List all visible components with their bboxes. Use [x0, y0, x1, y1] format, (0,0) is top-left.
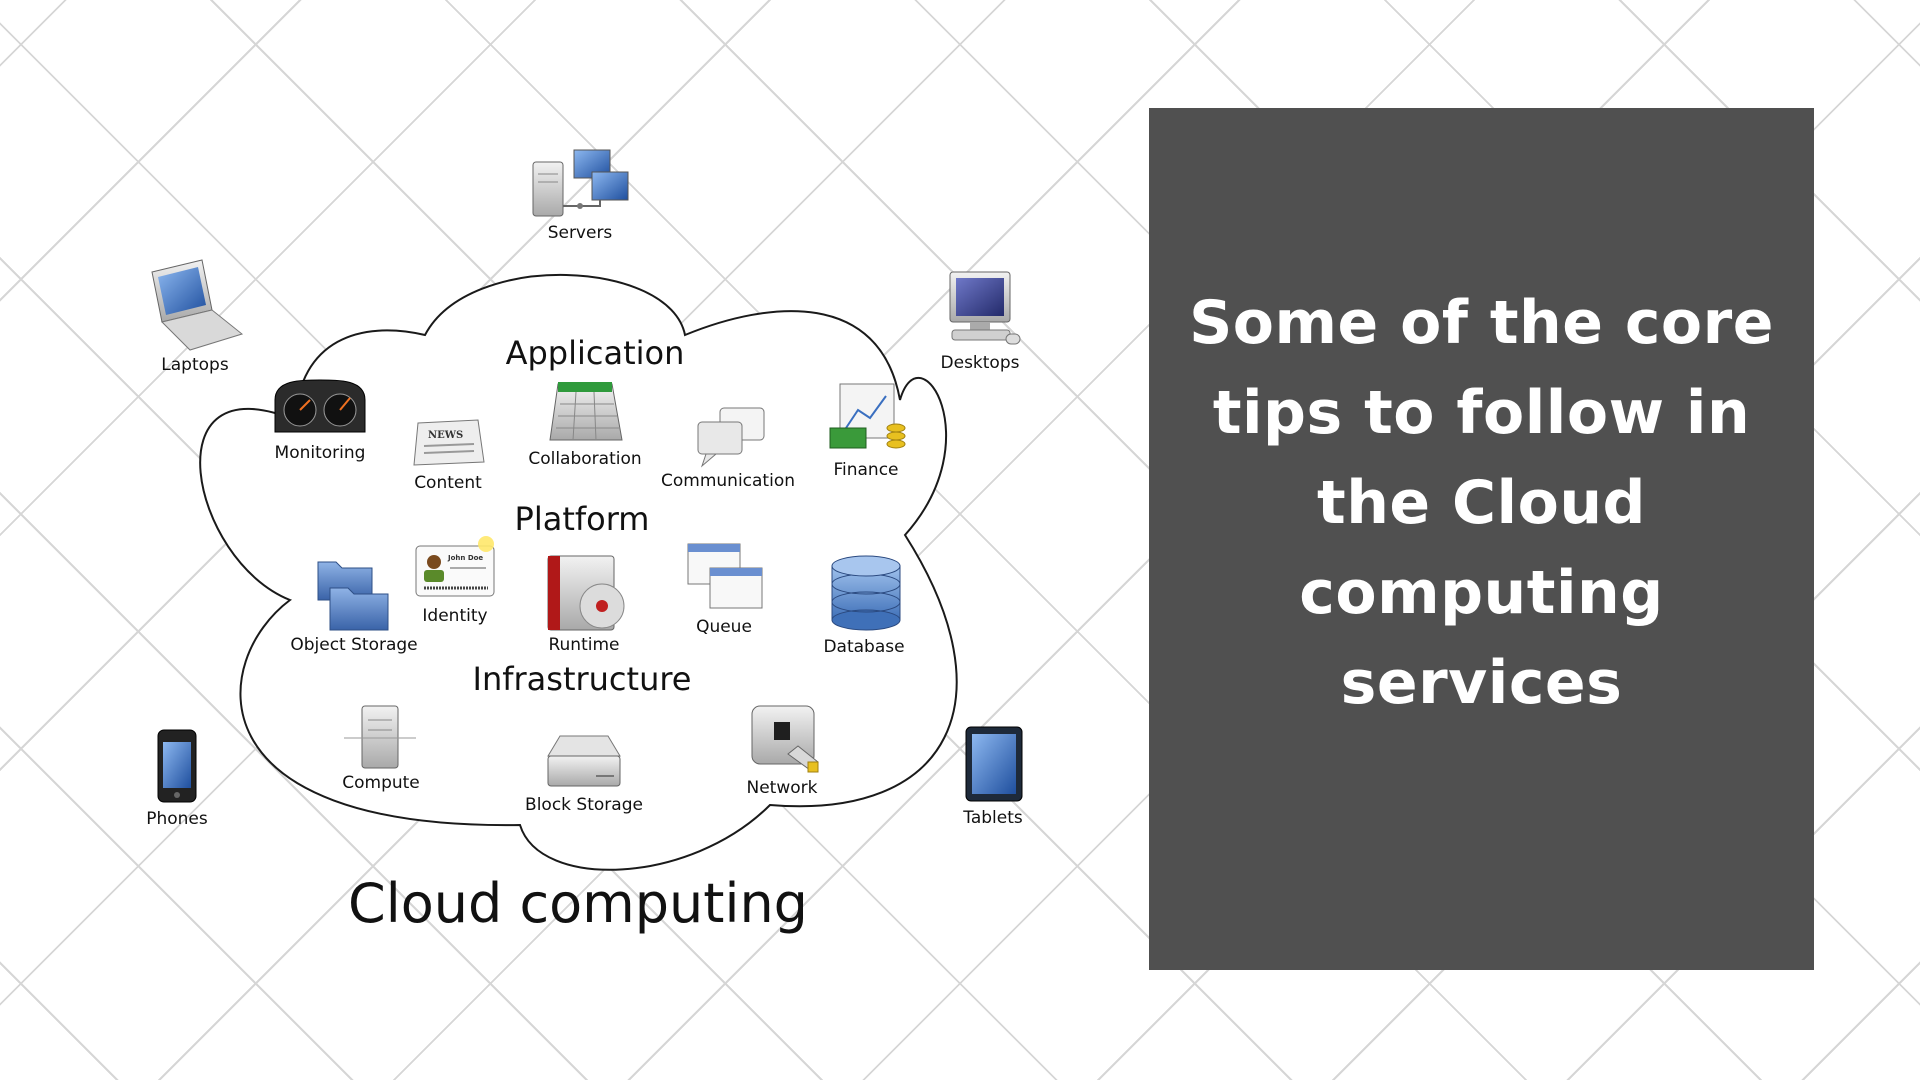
object-storage-label: Object Storage [290, 635, 417, 655]
desktops-label: Desktops [941, 353, 1020, 373]
collaboration-label: Collaboration [528, 449, 641, 469]
headline-panel: Some of the core tips to follow in the C… [1149, 108, 1814, 970]
runtime-label: Runtime [548, 635, 619, 655]
database-label: Database [823, 637, 904, 657]
block-storage-label: Block Storage [525, 795, 643, 815]
compute-label: Compute [342, 773, 420, 793]
collaboration-icon [549, 382, 623, 441]
speech-bubbles-icon [697, 407, 765, 468]
platform-heading: Platform [515, 500, 650, 538]
cloud-computing-diagram: Servers Laptops Desktops Phones Tablets … [146, 149, 1023, 935]
network-label: Network [747, 778, 818, 798]
servers-label: Servers [548, 223, 613, 243]
runtime-icon [547, 555, 625, 631]
content-label: Content [414, 473, 482, 493]
newspaper-icon: NEWS [413, 419, 485, 466]
finance-label: Finance [833, 460, 898, 480]
monitoring-label: Monitoring [275, 443, 366, 463]
desktop-icon [949, 271, 1021, 345]
queue-icon [687, 543, 763, 609]
tablets-label: Tablets [962, 808, 1023, 828]
svg-text:NEWS: NEWS [428, 430, 463, 441]
monitoring-icon [274, 379, 366, 433]
compute-icon [344, 705, 416, 769]
communication-label: Communication [661, 471, 795, 491]
headline-text: Some of the core tips to follow in the C… [1189, 288, 1774, 718]
laptops-label: Laptops [161, 355, 229, 375]
finance-icon [829, 383, 906, 449]
id-badge-icon: John Doe [415, 536, 495, 597]
network-socket-icon [751, 705, 819, 773]
block-storage-icon [547, 735, 621, 787]
application-heading: Application [506, 334, 685, 372]
svg-text:John Doe: John Doe [447, 554, 483, 562]
infrastructure-heading: Infrastructure [473, 660, 692, 698]
phone-icon [157, 729, 197, 803]
folders-icon [317, 561, 389, 631]
queue-label: Queue [696, 617, 752, 637]
laptop-icon [151, 259, 244, 351]
phones-label: Phones [146, 809, 208, 829]
servers-icon [532, 149, 629, 217]
identity-label: Identity [422, 606, 487, 626]
tablet-icon [965, 726, 1023, 802]
diagram-title: Cloud computing [348, 872, 808, 935]
database-icon [831, 555, 901, 631]
